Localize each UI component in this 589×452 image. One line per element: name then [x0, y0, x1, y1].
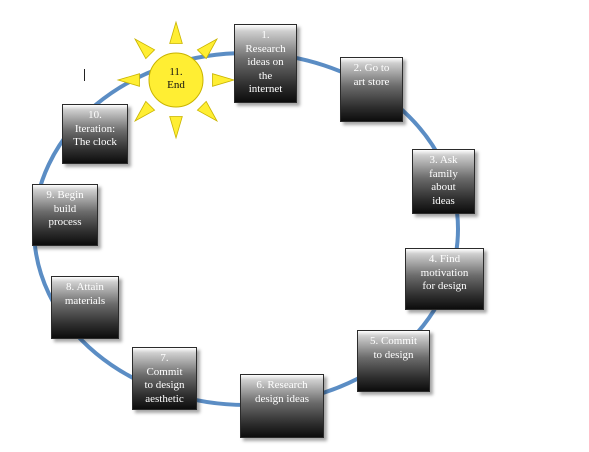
step-10-label: 10. Iteration: The clock — [73, 109, 117, 148]
step-4-box: 4. Find motivation for design — [405, 248, 484, 310]
step-1-label: 1. Research ideas on the internet — [245, 29, 286, 95]
sun-ray — [133, 37, 156, 60]
text-cursor — [84, 69, 85, 81]
step-4-label: 4. Find motivation for design — [420, 253, 469, 292]
step-6-box: 6. Research design ideas — [240, 374, 324, 438]
sun-ray — [133, 100, 156, 123]
step-2-label: 2. Go to art store — [353, 62, 390, 88]
sun-ray — [212, 73, 236, 87]
sun-ray — [196, 37, 219, 60]
step-3-box: 3. Ask family about ideas — [412, 149, 475, 214]
step-8-box: 8. Attain materials — [51, 276, 119, 339]
step-1-box: 1. Research ideas on the internet — [234, 24, 297, 103]
step-6-label: 6. Research design ideas — [254, 379, 310, 405]
step-5-box: 5. Commit to design — [357, 330, 430, 392]
step-3-label: 3. Ask family about ideas — [429, 154, 458, 207]
step-7-label: 7. Commit to design aesthetic — [144, 352, 185, 405]
step-10-box: 10. Iteration: The clock — [62, 104, 128, 164]
step-9-box: 9. Begin build process — [32, 184, 98, 246]
step-9-label: 9. Begin build process — [46, 189, 84, 228]
sun-ray — [169, 116, 183, 140]
step-5-label: 5. Commit to design — [369, 335, 418, 361]
step-2-box: 2. Go to art store — [340, 57, 403, 122]
end-label: 11. End — [167, 66, 185, 91]
sun-ray — [116, 73, 140, 87]
sun-icon — [116, 20, 236, 140]
sun-ray — [196, 100, 219, 123]
step-8-label: 8. Attain materials — [64, 281, 106, 307]
sun-core — [148, 52, 204, 108]
step-7-box: 7. Commit to design aesthetic — [132, 347, 197, 410]
sun-ray — [169, 20, 183, 44]
